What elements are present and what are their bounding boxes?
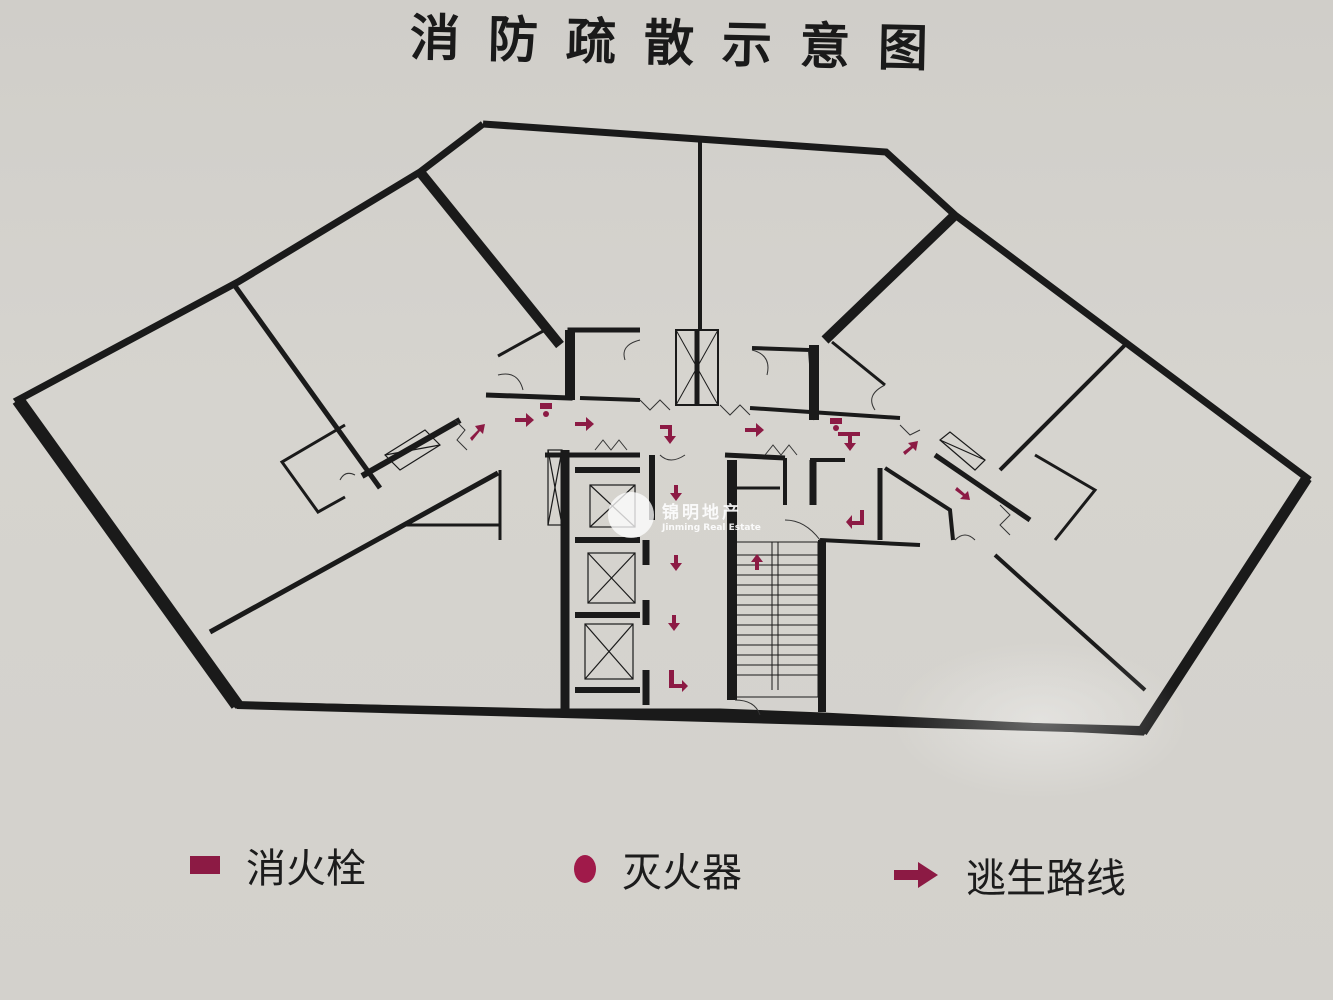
fire-extinguisher-icon (543, 411, 549, 417)
fire-hydrant-rect-icon (190, 856, 220, 874)
glare-reflection (890, 640, 1190, 800)
legend-label: 消火栓 (246, 846, 366, 892)
escape-route-arrow-icon (894, 862, 938, 888)
watermark-name-en: Jinming Real Estate (662, 522, 761, 533)
fire-hydrant-icon (830, 418, 842, 424)
doors (339, 339, 1011, 716)
watermark: 锦明地产 Jinming Real Estate (608, 492, 761, 538)
legend-item-fire-hydrant: 消火栓 (190, 836, 366, 894)
legend-label: 逃生路线 (966, 856, 1126, 902)
fire-extinguisher-icon (833, 425, 839, 431)
legend-label: 灭火器 (622, 850, 742, 896)
watermark-logo-icon (608, 492, 654, 538)
legend-item-escape-route: 逃生路线 (894, 846, 1126, 904)
fire-extinguisher-dot-icon (574, 855, 596, 883)
escape-route-arrows (470, 413, 970, 692)
fire-equipment (540, 403, 842, 431)
legend-item-fire-extinguisher: 灭火器 (574, 840, 742, 898)
fire-hydrant-icon (540, 403, 552, 409)
watermark-name-cn: 锦明地产 (662, 502, 742, 523)
stairwell (735, 541, 819, 698)
